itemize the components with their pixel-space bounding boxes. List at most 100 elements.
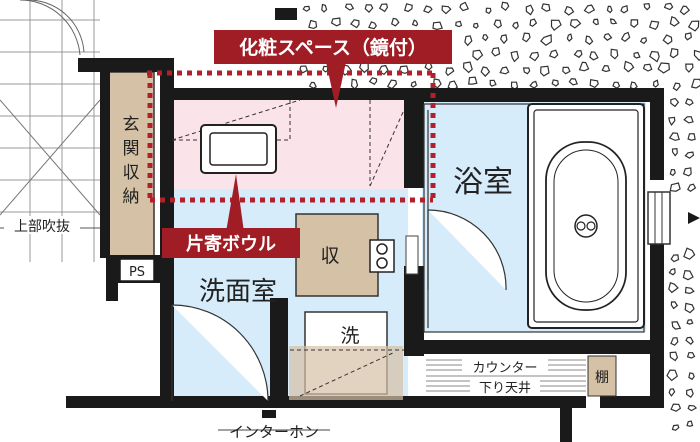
walls: [66, 8, 664, 442]
stone-mark: [672, 82, 681, 92]
stone-mark: [669, 182, 681, 192]
stone-mark: [480, 66, 491, 77]
entry-storage-char-3: 収: [123, 163, 140, 183]
side-bowl-label: 片寄ボウル: [186, 233, 276, 255]
faucet-fixture: [369, 239, 395, 273]
entry-storage-char-4: 納: [123, 187, 140, 207]
shelf-label: 棚: [595, 370, 609, 386]
stone-mark: [642, 63, 653, 72]
storage-label: 収: [320, 245, 339, 267]
stone-mark: [468, 76, 478, 85]
stone-mark: [609, 18, 618, 25]
stone-mark: [529, 51, 540, 62]
stone-mark: [671, 148, 678, 157]
stone-mark: [612, 81, 621, 89]
stone-mark: [403, 3, 413, 13]
stone-mark: [569, 19, 582, 29]
door-jamb: [270, 298, 288, 398]
counter-strip: [426, 355, 617, 397]
stone-mark: [686, 352, 696, 359]
stone-mark: [525, 4, 534, 16]
sink-basin: [200, 124, 277, 174]
callout-vanity: 化粧スペース（鏡付）: [214, 30, 452, 108]
stone-mark: [491, 47, 501, 57]
storage-cabinet: [295, 213, 379, 297]
stone-mark: [668, 132, 680, 141]
stone-mark: [489, 79, 497, 87]
stone-mark: [684, 98, 694, 106]
drain-icon: [574, 214, 598, 238]
stone-mark: [462, 61, 473, 74]
bathtub-basin: [545, 141, 627, 311]
stone-mark: [589, 51, 599, 61]
intercom-label: インターホン: [229, 423, 319, 441]
stone-mark: [687, 404, 698, 412]
stone-mark: [620, 31, 631, 42]
stone-mark: [684, 151, 695, 159]
stone-mark: [529, 80, 538, 89]
stone-mark: [464, 35, 473, 47]
callout-bowl: 片寄ボウル: [162, 174, 300, 258]
stone-mark: [683, 247, 696, 260]
stone-mark: [350, 78, 359, 90]
stone-mark: [683, 116, 694, 124]
stone-mark: [610, 48, 619, 60]
washer-label: 洗: [340, 325, 359, 347]
stone-mark: [359, 61, 369, 74]
stone-mark: [566, 33, 573, 42]
washroom-door-swing: [171, 304, 269, 402]
stone-mark: [482, 34, 489, 42]
stone-mark: [540, 34, 552, 46]
stone-mark: [663, 2, 674, 11]
counter-label-bg: [462, 358, 548, 374]
stone-mark: [684, 286, 695, 295]
pipe-space-label: PS: [129, 265, 145, 280]
stone-mark: [670, 301, 679, 310]
stone-mark: [500, 1, 510, 12]
stone-mark: [682, 167, 692, 177]
stone-mark: [550, 19, 562, 32]
stone-mark: [322, 65, 329, 73]
stone-mark: [386, 79, 398, 90]
stone-mark: [670, 97, 680, 108]
stone-mark: [687, 133, 696, 141]
ceiling-label-bg: [470, 378, 540, 394]
counter-label: カウンター: [472, 361, 537, 376]
stone-mark: [592, 18, 599, 26]
stone-mark: [472, 49, 484, 61]
stone-mark: [321, 3, 328, 13]
stone-mark: [541, 3, 551, 12]
stone-mark: [670, 403, 682, 412]
stone-mark: [562, 66, 571, 75]
stone-mark: [424, 62, 433, 71]
stone-mark: [589, 78, 599, 89]
stone-mark: [573, 49, 583, 59]
stone-mark: [522, 32, 531, 43]
stone-mark: [564, 5, 575, 16]
stone-mark: [459, 1, 470, 12]
stone-mark: [652, 79, 659, 88]
stone-mark: [686, 319, 694, 325]
stone-mark: [540, 65, 550, 77]
stone-mark: [302, 5, 311, 12]
stone-mark: [682, 269, 694, 281]
stone-mark: [668, 116, 676, 126]
stone-mark: [368, 77, 378, 85]
stone-mark: [688, 372, 695, 381]
vanity-space-label: 化粧スペース（鏡付）: [239, 36, 427, 59]
washer-floor: [289, 346, 403, 400]
stone-mark: [687, 183, 697, 193]
stone-mark: [662, 34, 673, 45]
stone-mark: [620, 5, 629, 14]
stone-mark: [684, 302, 695, 314]
stone-mark: [669, 168, 676, 177]
stone-mark: [410, 80, 417, 88]
stone-mark: [549, 49, 559, 59]
stone-mark: [493, 19, 502, 29]
stone-mark: [568, 78, 579, 86]
stone-mark: [344, 3, 355, 11]
stone-mark: [299, 65, 309, 74]
stone-mark: [669, 351, 679, 362]
stone-mark: [368, 21, 378, 30]
